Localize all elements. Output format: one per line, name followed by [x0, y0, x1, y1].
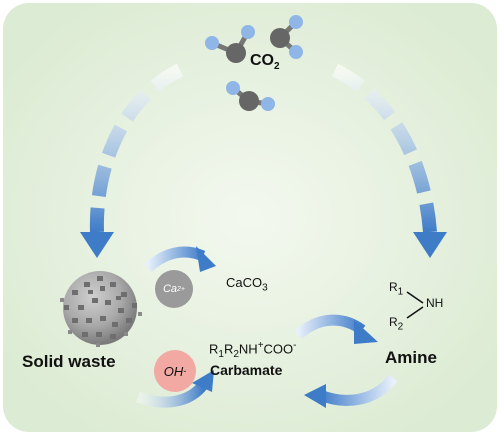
co2-molecule-icon	[205, 15, 303, 111]
carbamate-label: Carbamate	[210, 362, 283, 378]
arrow-amine-to-carbamate	[304, 374, 398, 408]
arrow-co2-to-solid-waste	[80, 63, 184, 258]
arrow-carbamate-to-amine	[294, 314, 378, 344]
amine-nh-label: NH	[426, 296, 444, 310]
co2-label: CO2	[250, 52, 280, 73]
arrow-oh-to-carbamate	[136, 370, 214, 408]
carbamate-formula: R1R2NH+COO-	[209, 340, 297, 360]
solid-waste-label: Solid waste	[22, 352, 116, 371]
arrow-ca-to-caco3	[144, 246, 216, 273]
caco3-label: CaCO3	[226, 275, 268, 294]
amine-structure-bonds	[406, 291, 424, 319]
solid-waste-particle-icon	[60, 271, 142, 347]
amine-r2-label: R2	[389, 315, 404, 333]
amine-label: Amine	[385, 348, 437, 367]
oh-ion-badge: OH-	[154, 350, 196, 392]
arrow-co2-to-amine	[331, 63, 447, 258]
amine-r1-label: R1	[389, 280, 404, 298]
